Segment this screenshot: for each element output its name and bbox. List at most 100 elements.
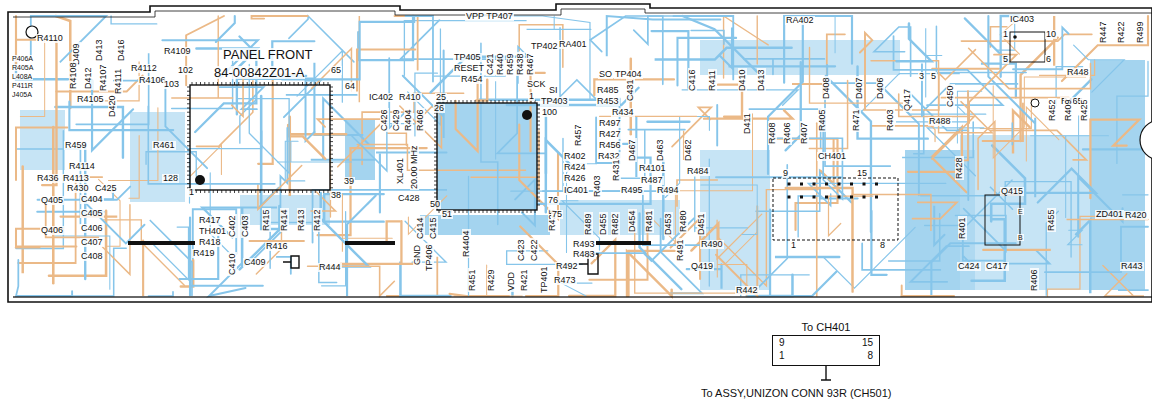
silkscreen-label: R447 [1099, 20, 1108, 44]
silkscreen-label: R480 [679, 209, 688, 233]
silkscreen-label: SO [598, 70, 613, 79]
ic-pin [434, 169, 437, 170]
ic-pin [330, 183, 333, 184]
silkscreen-label: 50 [429, 200, 441, 209]
silkscreen-label: Q417 [903, 88, 912, 112]
copper-trace [677, 38, 736, 86]
silkscreen-label: C410 [228, 252, 237, 276]
copper-trace [52, 127, 55, 283]
ic-pin [491, 210, 492, 213]
silkscreen-label: D412 [84, 66, 93, 90]
silkscreen-label: R459 [506, 52, 515, 76]
silkscreen-label: TP405 [453, 53, 482, 62]
ic-pin [434, 197, 437, 198]
ic-pin [187, 154, 190, 155]
silkscreen-label: R451 [468, 268, 477, 292]
silkscreen-label: R4404 [462, 229, 471, 258]
ic-pin [330, 175, 333, 176]
silkscreen-label: R419 [192, 249, 216, 258]
silkscreen-label: R461 [152, 141, 176, 150]
silkscreen-label: 75 [551, 210, 563, 219]
copper-trace [31, 16, 106, 62]
silkscreen-label: IC402 [368, 93, 394, 102]
ic-pin [434, 145, 437, 146]
silkscreen-label: C416 [688, 68, 697, 92]
copper-trace [1045, 227, 1148, 272]
silkscreen-label: Q415 [1000, 187, 1024, 196]
connector-pin [825, 183, 828, 186]
ic-pin [187, 141, 190, 142]
silkscreen-label: R414 [280, 208, 289, 232]
copper-trace [252, 16, 308, 19]
ic-pin [289, 82, 290, 85]
ic-pin [187, 162, 190, 163]
ic-pin [475, 100, 476, 103]
ic-pin [499, 100, 500, 103]
silkscreen-label: 26 [433, 104, 445, 113]
ic-pin [330, 141, 333, 142]
ic-pin [298, 190, 299, 193]
copper-trace [347, 195, 376, 296]
copper-trace [965, 18, 1016, 97]
ic-pin [511, 210, 512, 213]
silkscreen-label: C408 [80, 252, 104, 261]
ic-pin [434, 149, 437, 150]
silkscreen-label: 65 [330, 66, 342, 75]
ic-pin [285, 190, 286, 193]
silkscreen-label: R459 [64, 141, 88, 150]
silkscreen-label: R494 [656, 186, 680, 195]
ic-pin [537, 189, 540, 190]
ic-pin [260, 82, 261, 85]
connector-pin [788, 183, 791, 186]
ic-pin [255, 82, 256, 85]
ic-pin [226, 190, 227, 193]
silkscreen-label: R481 [645, 209, 654, 233]
ic-pin [434, 181, 437, 182]
pin-number: 9 [779, 338, 785, 348]
silkscreen-label: 1 [528, 92, 535, 101]
connector-pin [838, 196, 841, 199]
copper-trace [562, 201, 599, 250]
copper-trace [862, 243, 940, 269]
copper-trace [216, 16, 235, 42]
pin-grid: 91518 [773, 336, 879, 363]
copper-trace [290, 117, 346, 196]
silkscreen-label: R442 [735, 286, 759, 295]
ic-pin [434, 129, 437, 130]
silkscreen-label: R410 [398, 93, 422, 102]
connector-pins [788, 183, 879, 199]
silkscreen-label: R434 [611, 108, 635, 117]
silkscreen-label: C450 [946, 84, 955, 108]
copper-trace [701, 185, 757, 234]
silkscreen-label: D411 [743, 112, 752, 135]
silkscreen-label: R424 [563, 163, 587, 172]
ic-pin [515, 100, 516, 103]
ic-pin [264, 82, 265, 85]
ic-pin [487, 100, 488, 103]
ic-pin [187, 120, 190, 121]
copper-trace [561, 283, 592, 296]
pin-number: 8 [862, 351, 873, 361]
silkscreen-label: R4110 [36, 34, 64, 43]
ic-pin [330, 150, 333, 151]
silkscreen-label: R487 [640, 176, 664, 185]
mount-hole [1031, 99, 1039, 107]
copper-pour [20, 110, 65, 170]
ic-pin [475, 210, 476, 213]
copper-trace [969, 48, 1091, 88]
silkscreen-label: Q419 [690, 262, 714, 271]
ic-pin [200, 190, 201, 193]
ic-pin [467, 100, 468, 103]
silkscreen-label: R443 [1120, 262, 1144, 271]
copper-trace [1013, 28, 1069, 70]
ic-pin [459, 100, 460, 103]
copper-trace [479, 99, 597, 101]
copper-trace [142, 241, 144, 296]
ic402-outline [190, 85, 330, 190]
silkscreen-label: C407 [80, 238, 104, 247]
copper-trace [827, 65, 919, 195]
slot [596, 241, 651, 245]
copper-trace [16, 127, 67, 180]
silkscreen-label: C421 [486, 52, 495, 76]
